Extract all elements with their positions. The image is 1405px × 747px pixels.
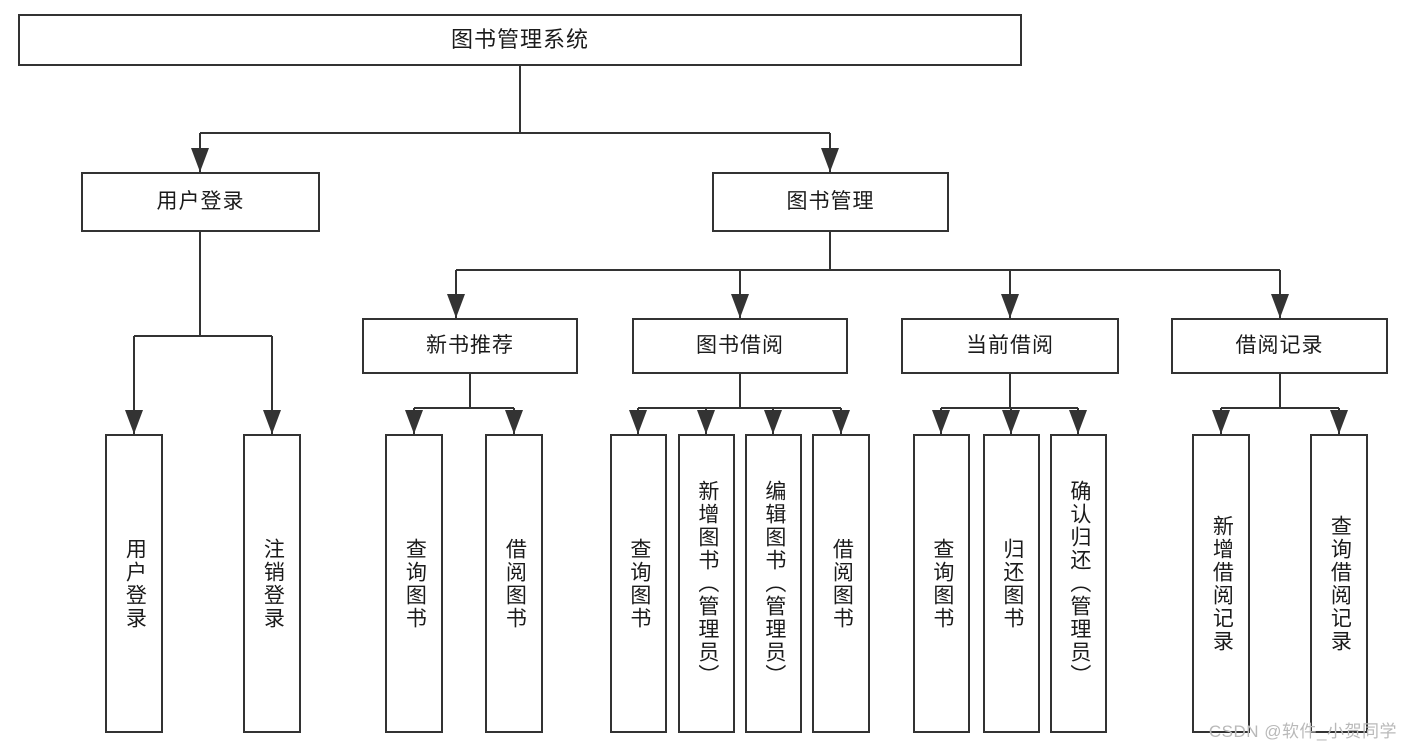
node-label: 新增图书（管理员） [695,480,719,687]
leaf-node-add-borrow-record[interactable]: 新增借阅记录 [1192,434,1250,733]
node-label: 新书推荐 [426,333,514,357]
node-label: 图书借阅 [696,333,784,357]
node-new-book-recommend[interactable]: 新书推荐 [362,318,578,374]
leaf-node-borrow-book[interactable]: 借阅图书 [812,434,870,733]
node-book-management[interactable]: 图书管理 [712,172,949,232]
node-label: 当前借阅 [966,333,1054,357]
leaf-node-query-borrow-record[interactable]: 查询借阅记录 [1310,434,1368,733]
csdn-watermark: CSDN @软件_小贺同学 [1208,722,1397,741]
node-label: 查询图书 [930,537,954,630]
leaf-node-edit-book-admin[interactable]: 编辑图书（管理员） [745,434,802,733]
node-label: 编辑图书（管理员） [762,480,786,687]
leaf-node-query-book-recommend[interactable]: 查询图书 [385,434,443,733]
leaf-node-user-login[interactable]: 用户登录 [105,434,163,733]
node-label: 查询借阅记录 [1328,514,1352,653]
leaf-node-borrow-book-recommend[interactable]: 借阅图书 [485,434,543,733]
node-label: 用户登录 [123,537,147,630]
node-user-login[interactable]: 用户登录 [81,172,320,232]
node-label: 归还图书 [1000,537,1024,630]
leaf-node-query-book-borrow[interactable]: 查询图书 [610,434,667,733]
leaf-node-query-book-current[interactable]: 查询图书 [913,434,970,733]
node-label: 借阅记录 [1235,333,1324,357]
leaf-node-confirm-return-admin[interactable]: 确认归还（管理员） [1050,434,1107,733]
node-label: 图书管理系统 [450,27,589,53]
node-root-book-management-system[interactable]: 图书管理系统 [18,14,1022,66]
node-label: 新增借阅记录 [1210,514,1234,653]
node-label: 注销登录 [261,537,285,630]
leaf-node-add-book-admin[interactable]: 新增图书（管理员） [678,434,735,733]
node-label: 借阅图书 [830,537,854,630]
node-label: 用户登录 [156,189,245,213]
node-borrow-record[interactable]: 借阅记录 [1171,318,1388,374]
node-current-borrow[interactable]: 当前借阅 [901,318,1119,374]
leaf-node-return-book[interactable]: 归还图书 [983,434,1040,733]
node-label: 借阅图书 [503,537,527,630]
node-label: 查询图书 [403,537,427,630]
leaf-node-user-logout[interactable]: 注销登录 [243,434,301,733]
node-label: 图书管理 [786,189,875,213]
node-label: 查询图书 [627,537,651,630]
node-label: 确认归还（管理员） [1067,480,1091,687]
node-book-borrow[interactable]: 图书借阅 [632,318,848,374]
